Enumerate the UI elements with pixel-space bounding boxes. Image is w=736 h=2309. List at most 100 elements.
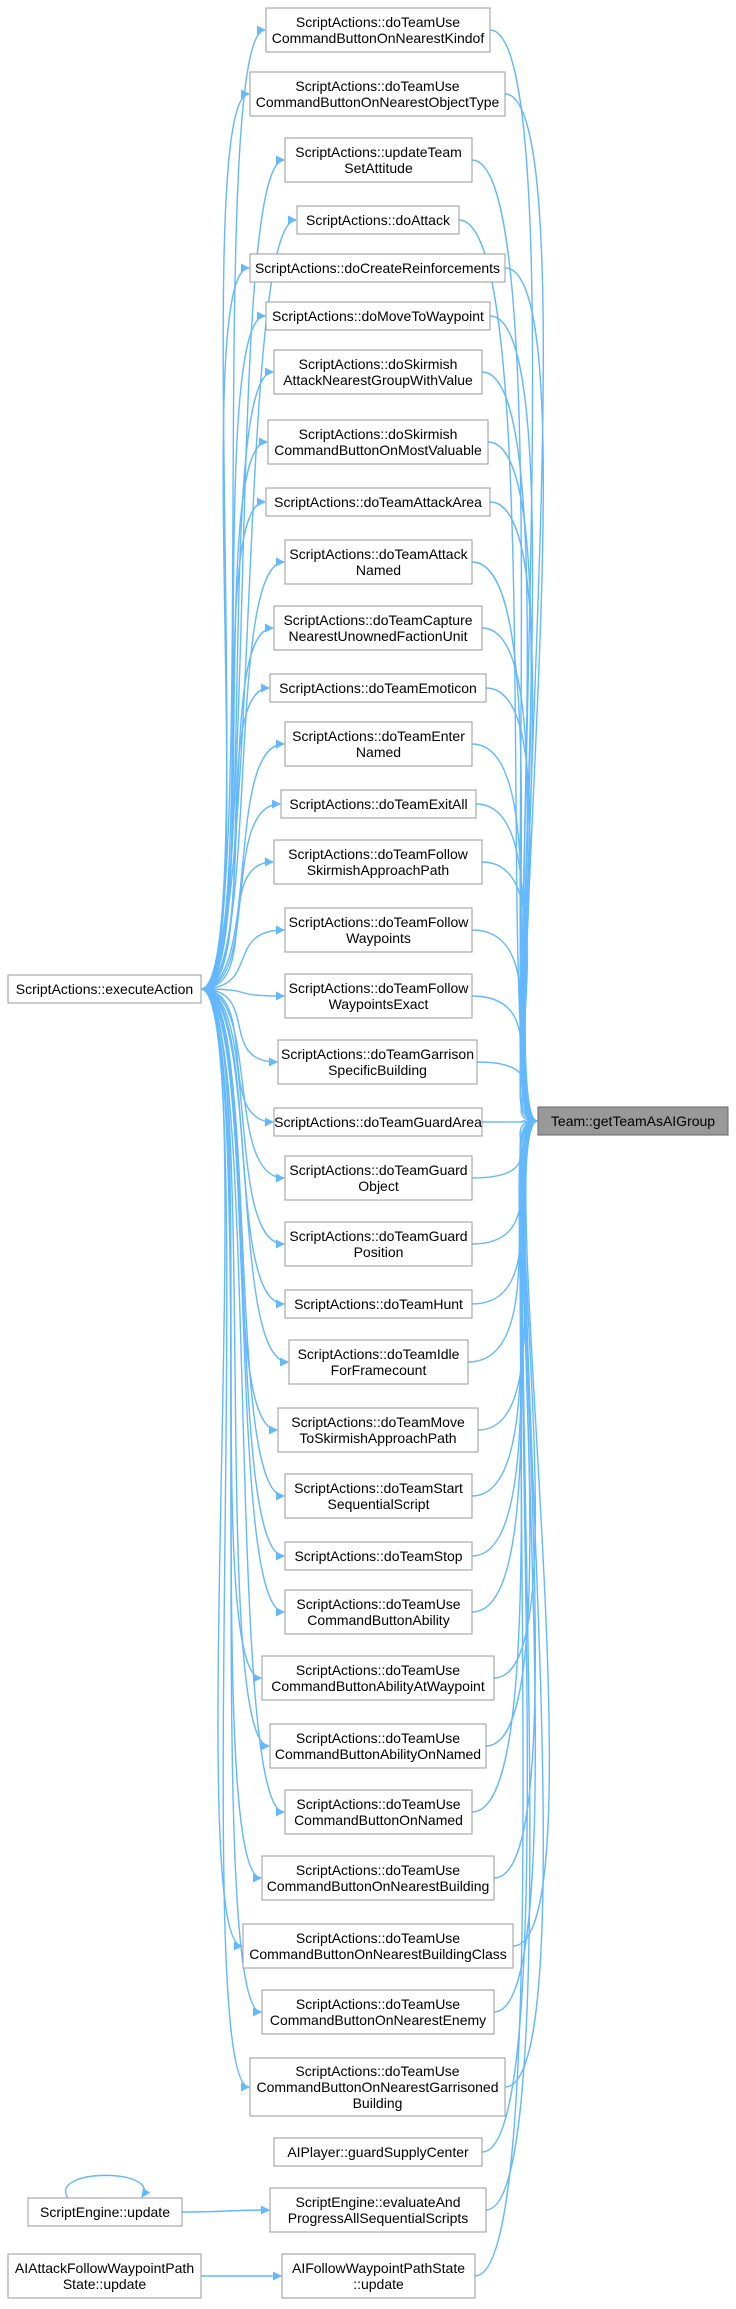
caller-node[interactable]: ScriptActions::doMoveToWaypoint [265, 301, 491, 331]
node-box [265, 7, 491, 53]
node-label: ScriptActions::doTeamCapture [283, 612, 472, 628]
node-label: ScriptActions::doTeamIdle [298, 1346, 460, 1362]
edge-path [181, 2205, 270, 2215]
caller-node[interactable]: ScriptActions::doTeamGuardArea [273, 1107, 483, 1137]
edge-from-execute-action [200, 988, 285, 1001]
root-node[interactable]: ScriptEngine::update [27, 2197, 183, 2227]
node-box [284, 1589, 473, 1635]
node-label: CommandButtonOnNearestBuildingClass [249, 1946, 507, 1962]
node-box [288, 1339, 469, 1385]
node-label: ScriptActions::doTeamHunt [294, 1296, 463, 1312]
node-label: ScriptActions::doTeamExitAll [289, 796, 467, 812]
caller-node[interactable]: ScriptActions::doCreateReinforcements [249, 253, 506, 283]
node-label: CommandButtonAbility [307, 1612, 449, 1628]
node-box [296, 205, 460, 235]
node-label: AttackNearestGroupWithValue [283, 372, 473, 388]
node-label: ScriptActions::doTeamUse [296, 1930, 460, 1946]
node-box [249, 2057, 506, 2117]
caller-node[interactable]: ScriptActions::doTeamCaptureNearestUnown… [273, 605, 483, 651]
node-label: Object [358, 1178, 399, 1194]
caller-node[interactable]: ScriptEngine::evaluateAndProgressAllSequ… [269, 2187, 487, 2233]
edge-path [200, 988, 262, 2017]
node-label: ::update [353, 2276, 404, 2292]
edge-path [493, 1116, 538, 1679]
caller-node[interactable]: ScriptActions::doTeamStop [284, 1541, 473, 1571]
node-label: ScriptActions::doTeamAttack [289, 546, 468, 562]
caller-node[interactable]: ScriptActions::doTeamUseCommandButtonOnN… [261, 1989, 495, 2035]
edge-to-target [476, 1061, 538, 1126]
node-label: CommandButtonOnNearestObjectType [256, 94, 500, 110]
edge-from-execute-action [200, 988, 285, 1501]
edge-from-execute-action [200, 311, 266, 990]
edge-from-execute-action [200, 263, 250, 990]
edge-path [471, 995, 538, 1126]
caller-node[interactable]: ScriptActions::doSkirmishAttackNearestGr… [273, 349, 483, 395]
caller-node[interactable]: ScriptActions::doTeamUseCommandButtonOnN… [249, 2057, 506, 2117]
caller-node[interactable]: ScriptActions::doSkirmishCommandButtonOn… [267, 419, 489, 465]
caller-node[interactable]: ScriptActions::doTeamExitAll [280, 789, 477, 819]
node-box [273, 2137, 483, 2167]
caller-node[interactable]: ScriptActions::doTeamStartSequentialScri… [284, 1473, 473, 1519]
caller-node[interactable]: ScriptActions::doTeamMoveToSkirmishAppro… [277, 1407, 479, 1453]
edge-path [200, 683, 270, 990]
caller-node[interactable]: ScriptActions::doTeamUseCommandButtonOnN… [261, 1855, 495, 1901]
edge-from-execute-action [200, 89, 250, 990]
caller-node[interactable]: ScriptActions::doTeamFollowSkirmishAppro… [273, 839, 483, 885]
edge-path [200, 89, 250, 990]
node-box [284, 1789, 473, 1835]
node-box [269, 2187, 487, 2233]
caller-node[interactable]: ScriptActions::doTeamHunt [284, 1289, 473, 1319]
node-label: ScriptActions::doSkirmish [299, 356, 458, 372]
edge-to-target [485, 1116, 538, 1747]
caller-node[interactable]: ScriptActions::doTeamFollowWaypointsExac… [284, 973, 473, 1019]
edge-to-target [493, 1116, 538, 2013]
caller-node[interactable]: ScriptActions::doTeamAttackArea [265, 487, 491, 517]
node-box [273, 1107, 483, 1137]
edge-to-target [504, 267, 544, 1126]
caller-node[interactable]: ScriptActions::doTeamUseCommandButtonOnN… [249, 71, 506, 117]
edge-from-execute-action [200, 988, 274, 1127]
node-label: ScriptActions::doTeamStart [294, 1480, 463, 1496]
caller-node[interactable]: ScriptActions::doTeamUseCommandButtonAbi… [261, 1655, 495, 1701]
caller-node[interactable]: ScriptActions::doTeamUseCommandButtonOnN… [265, 7, 491, 53]
target-node[interactable]: Team::getTeamAsAIGroup [537, 1106, 729, 1136]
edge-path [200, 857, 274, 990]
edge-path [471, 929, 538, 1126]
edge-to-target [481, 861, 538, 1126]
node-box [249, 71, 506, 117]
caller-node[interactable]: ScriptActions::doTeamUseCommandButtonOnN… [284, 1789, 473, 1835]
caller-node[interactable]: ScriptActions::doAttack [296, 205, 460, 235]
node-box [261, 1989, 495, 2035]
caller-node[interactable]: AIPlayer::guardSupplyCenter [273, 2137, 483, 2167]
node-box [284, 1473, 473, 1519]
caller-node[interactable]: AIFollowWaypointPathState::update [281, 2253, 476, 2299]
caller-node[interactable]: ScriptActions::doTeamUseCommandButtonAbi… [284, 1589, 473, 1635]
caller-node[interactable]: ScriptActions::doTeamUseCommandButtonOnN… [242, 1923, 514, 1969]
edge-from-script-engine-update [181, 2205, 270, 2215]
node-label: ScriptActions::doTeamStop [294, 1548, 462, 1564]
edge-path [200, 988, 270, 1751]
node-label: AIFollowWaypointPathState [292, 2260, 465, 2276]
edge-from-execute-action [200, 988, 285, 1561]
root-node[interactable]: ScriptActions::executeAction [7, 974, 202, 1004]
node-box [284, 721, 473, 767]
node-label: AIAttackFollowWaypointPath [15, 2260, 194, 2276]
caller-node[interactable]: ScriptActions::doTeamUseCommandButtonAbi… [269, 1723, 487, 1769]
caller-node[interactable]: ScriptActions::doTeamGarrisonSpecificBui… [277, 1039, 478, 1085]
caller-node[interactable]: ScriptActions::doTeamEmoticon [269, 673, 487, 703]
node-label: ScriptActions::updateTeam [295, 144, 462, 160]
node-box [281, 2253, 476, 2299]
edge-to-target [485, 687, 538, 1126]
edge-path [200, 623, 274, 990]
edge-self-loop [64, 2174, 151, 2199]
node-label: ScriptActions::doTeamGarrison [281, 1046, 474, 1062]
